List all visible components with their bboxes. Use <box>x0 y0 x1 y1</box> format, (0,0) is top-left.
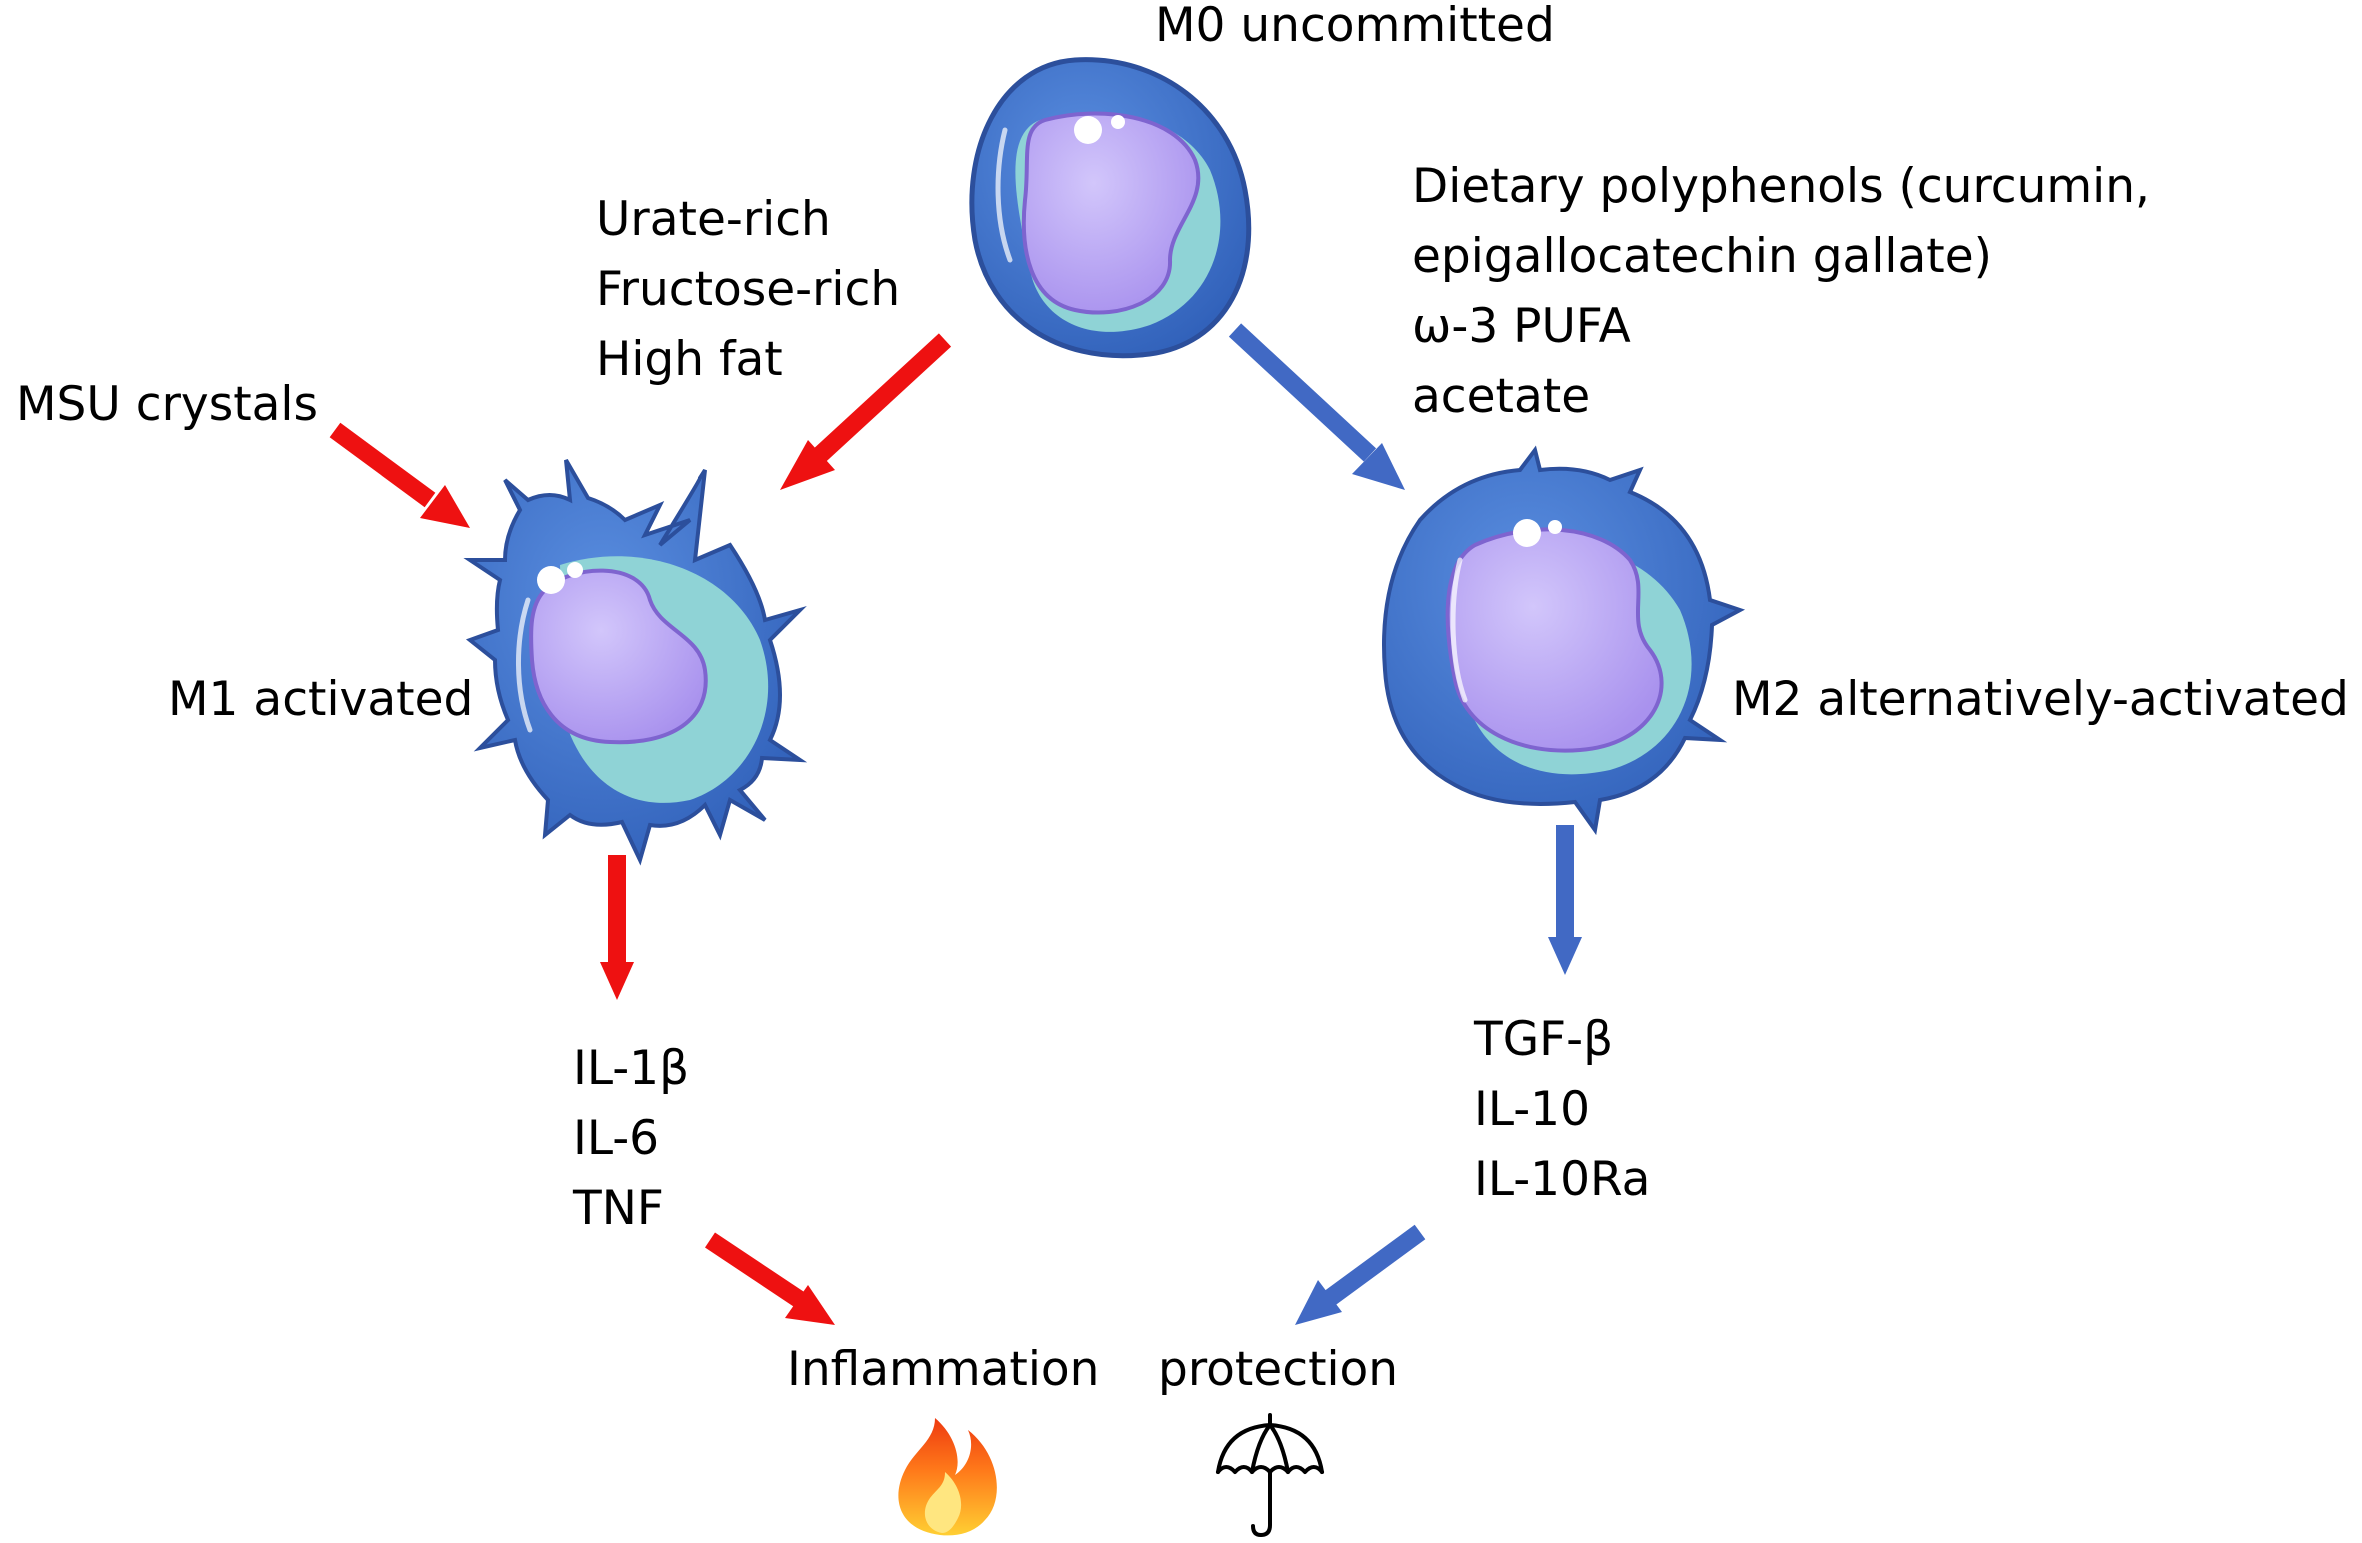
arrow-m0-to-m2 <box>1228 323 1405 490</box>
m1-cell <box>463 458 808 866</box>
list-item: TGF-β <box>1474 1012 1614 1067</box>
fire-icon <box>898 1418 997 1536</box>
arrow-m2-to-cytokines <box>1548 825 1582 975</box>
list-item: Urate-rich <box>596 192 831 247</box>
arrow-diet-to-m1 <box>780 333 952 490</box>
arrow-msu-to-m1 <box>329 422 470 528</box>
list-item: Fructose-rich <box>596 262 901 317</box>
list-item: IL-6 <box>573 1111 660 1166</box>
umbrella-icon <box>1216 1413 1324 1537</box>
inflammation-label: Inflammation <box>787 1342 1100 1397</box>
m0-cell <box>969 57 1252 359</box>
m2-label: M2 alternatively-activated <box>1732 672 2349 727</box>
list-item: IL-10Ra <box>1474 1152 1651 1207</box>
protection-label: protection <box>1158 1342 1399 1397</box>
list-item: IL-1β <box>573 1041 690 1096</box>
list-item: TNF <box>573 1181 664 1236</box>
m2-cell <box>1382 445 1746 836</box>
m1-cytokines: IL-1β IL-6 TNF <box>573 1034 689 1244</box>
m2-cytokines: TGF-β IL-10 IL-10Ra <box>1474 1005 1650 1215</box>
list-item: Dietary polyphenols (curcumin, <box>1412 159 2150 214</box>
arrow-m1-to-cytokines <box>600 855 634 1000</box>
arrow-cytokines-to-protection <box>1295 1224 1426 1325</box>
msu-crystals-label: MSU crystals <box>16 377 318 432</box>
arrow-cytokines-to-inflammation <box>705 1232 835 1325</box>
dietary-m1-stimuli: Urate-rich Fructose-rich High fat <box>596 185 900 395</box>
list-item: High fat <box>596 332 783 387</box>
m0-label: M0 uncommitted <box>1155 0 1555 53</box>
list-item: acetate <box>1412 369 1591 424</box>
m1-label: M1 activated <box>168 672 474 727</box>
m2-stimuli: Dietary polyphenols (curcumin, epigalloc… <box>1412 152 2150 432</box>
list-item: epigallocatechin gallate) <box>1412 229 1992 284</box>
list-item: ω-3 PUFA <box>1412 299 1631 354</box>
list-item: IL-10 <box>1474 1082 1590 1137</box>
